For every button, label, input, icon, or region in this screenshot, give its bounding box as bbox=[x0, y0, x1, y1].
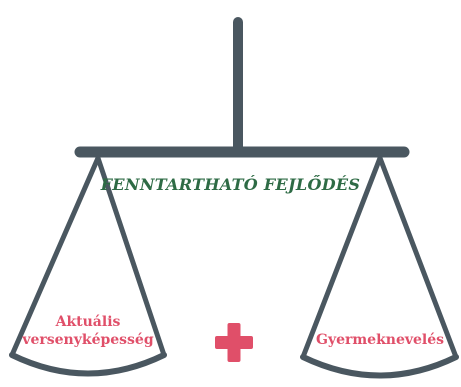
left-pan-label: Aktuális versenyképesség bbox=[3, 313, 173, 349]
plus-icon bbox=[215, 323, 253, 362]
right-pan-label: Gyermeknevelés bbox=[315, 332, 445, 348]
left-pan bbox=[9, 155, 167, 377]
diagram-title: FENNTARTHATÓ FEJLŐDÉS bbox=[100, 175, 361, 194]
left-pan-label-line1: Aktuális bbox=[55, 314, 121, 330]
left-pan-label-line2: versenyképesség bbox=[22, 332, 154, 348]
right-pan bbox=[300, 155, 459, 379]
